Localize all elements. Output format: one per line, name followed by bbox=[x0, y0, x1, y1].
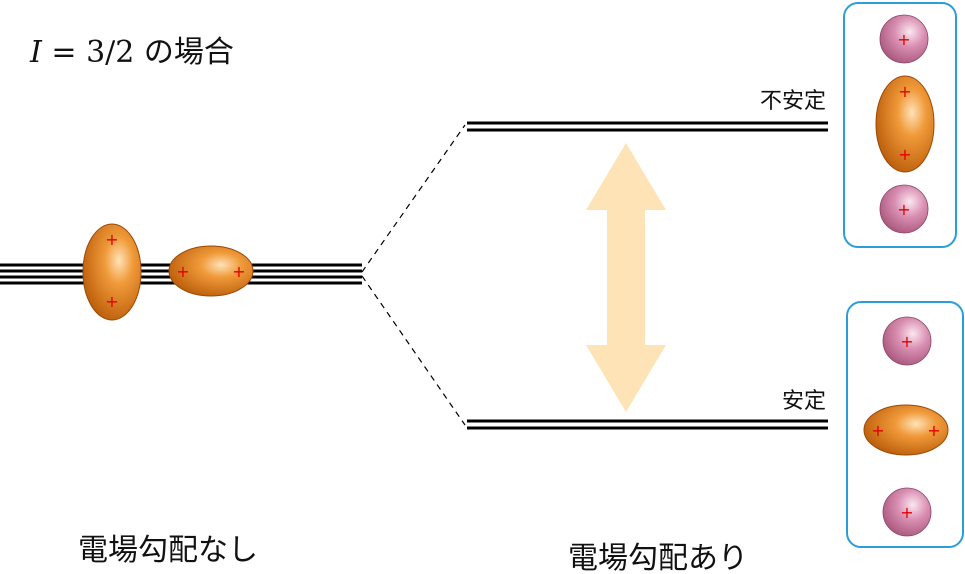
positive-charge-icon: + bbox=[105, 292, 118, 311]
no-gradient-label: 電場勾配なし bbox=[78, 533, 258, 568]
positive-charge-icon: + bbox=[105, 230, 118, 249]
spin-symbol: I bbox=[29, 35, 43, 70]
positive-charge-icon: + bbox=[898, 145, 911, 164]
charge-sphere-icon bbox=[879, 184, 929, 234]
diagram-title: I = 3/2 の場合 bbox=[29, 35, 234, 70]
splitting-connectors bbox=[361, 124, 466, 426]
title-suffix: の場合 bbox=[134, 35, 234, 70]
charge-sphere-icon bbox=[879, 14, 929, 64]
positive-charge-icon: + bbox=[897, 30, 910, 49]
energy-gap-arrow bbox=[586, 143, 666, 412]
positive-charge-icon: + bbox=[871, 421, 884, 440]
stable-level bbox=[467, 419, 828, 430]
spin-value: = 3/2 bbox=[42, 35, 135, 70]
unstable-level bbox=[467, 121, 828, 132]
positive-charge-icon: + bbox=[176, 262, 189, 281]
nucleus-prolate-vertical-left: + + bbox=[82, 223, 142, 321]
unstable-configuration-box: + + + + bbox=[843, 2, 957, 248]
positive-charge-icon: + bbox=[232, 262, 245, 281]
stable-label: 安定 bbox=[782, 389, 826, 414]
positive-charge-icon: + bbox=[897, 200, 910, 219]
positive-charge-icon: + bbox=[900, 332, 913, 351]
unstable-label: 不安定 bbox=[760, 89, 826, 114]
charge-sphere-icon bbox=[882, 487, 932, 537]
with-gradient-label: 電場勾配あり bbox=[568, 541, 748, 574]
stable-configuration-box: + + + + bbox=[846, 301, 964, 548]
nucleus-prolate-icon bbox=[875, 75, 935, 173]
positive-charge-icon: + bbox=[898, 82, 911, 101]
charge-sphere-icon bbox=[882, 316, 932, 366]
positive-charge-icon: + bbox=[927, 421, 940, 440]
nucleus-prolate-horizontal-left: + + bbox=[168, 245, 254, 297]
nucleus-prolate-icon bbox=[863, 404, 949, 456]
positive-charge-icon: + bbox=[900, 503, 913, 522]
